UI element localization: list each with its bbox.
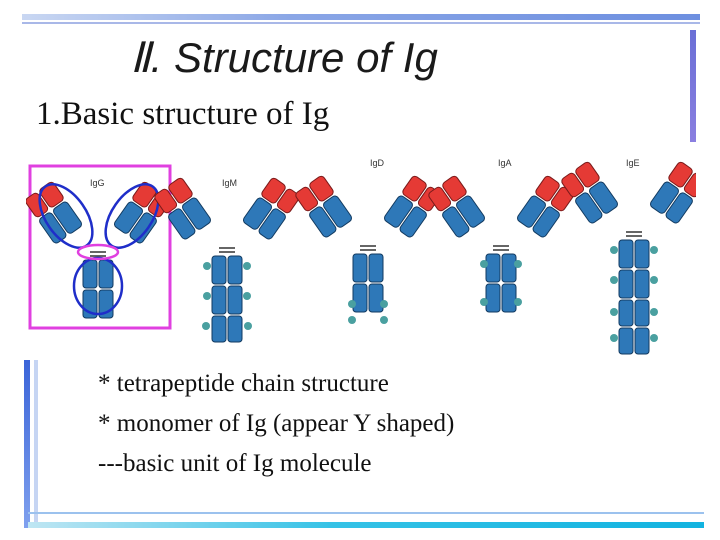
- antibody-figure: IgG IgM IgD IgA: [26, 158, 696, 355]
- bullet-item: * tetrapeptide chain structure: [98, 370, 389, 397]
- bullet-item: ---basic unit of Ig molecule: [98, 450, 372, 477]
- bullet-item: * monomer of Ig (appear Y shaped): [98, 410, 455, 437]
- igg-label: IgG: [90, 178, 105, 188]
- fc-ellipse: [72, 256, 124, 316]
- bullet-list: * tetrapeptide chain structure * monomer…: [98, 364, 658, 484]
- hinge-ellipse: [76, 243, 120, 261]
- bottom-thin-line: [28, 512, 704, 514]
- right-accent-bar: [690, 30, 696, 142]
- left-accent-bar: [24, 360, 30, 528]
- iga-label: IgA: [498, 158, 512, 168]
- top-accent-bar: [22, 14, 700, 20]
- top-thin-line: [22, 22, 700, 24]
- iga-antibody: IgA: [426, 158, 576, 313]
- igd-label: IgD: [370, 158, 385, 168]
- slide-subtitle: 1.Basic structure of Ig: [36, 96, 330, 132]
- igd-antibody: IgD: [293, 158, 443, 324]
- bottom-accent-bar: [28, 522, 704, 528]
- igm-antibody: IgM: [152, 176, 302, 343]
- igg-highlight-box: [28, 164, 172, 330]
- left-accent-bar-light: [34, 360, 38, 528]
- ige-label: IgE: [626, 158, 640, 168]
- igg-antibody: IgG: [26, 164, 173, 330]
- slide-title: Ⅱ. Structure of Ig: [130, 34, 438, 81]
- ige-antibody: IgE: [559, 158, 696, 355]
- igm-label: IgM: [222, 178, 237, 188]
